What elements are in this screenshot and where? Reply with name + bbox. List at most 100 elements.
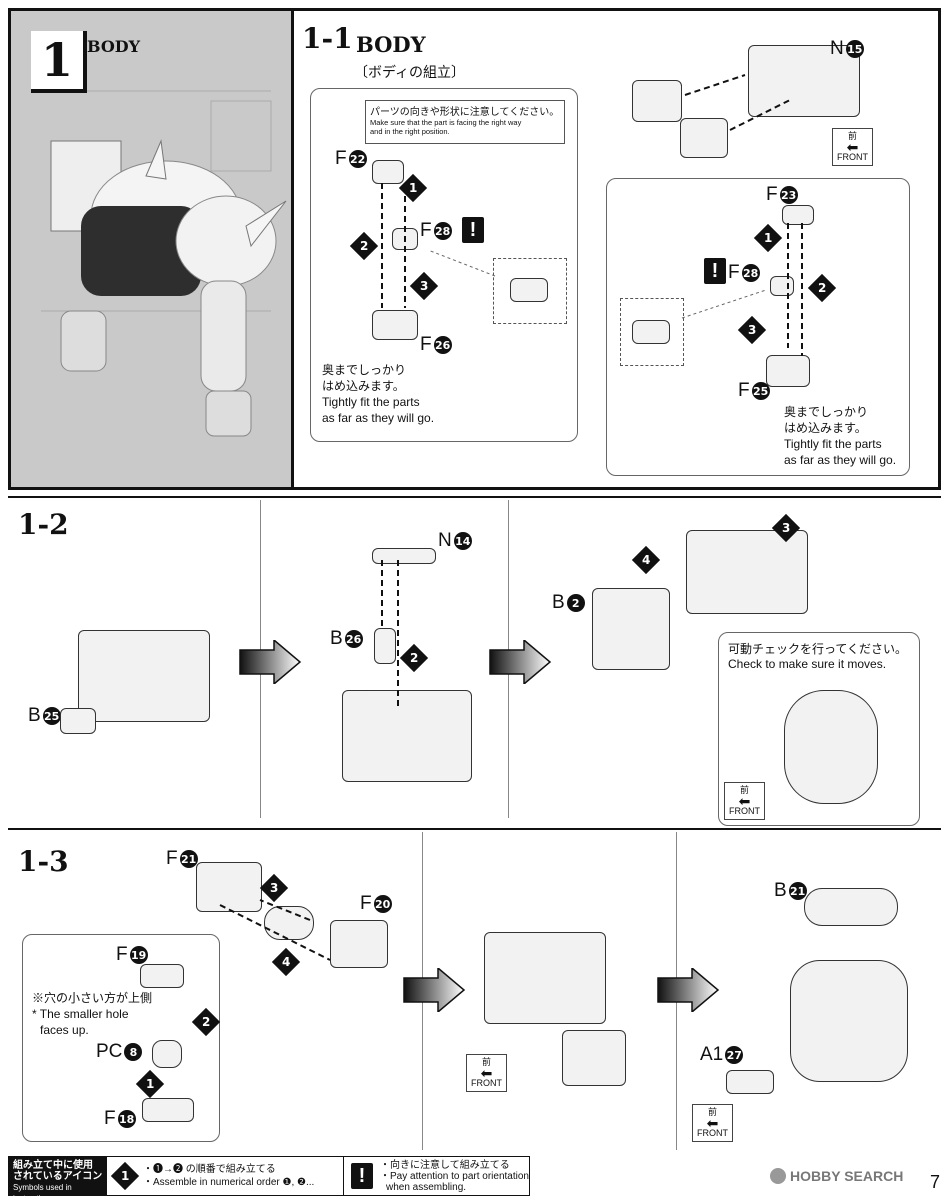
part-f26-shape (372, 310, 418, 340)
section-1-number: 1 (40, 33, 73, 87)
legend-order-text: ・❶→❷ の順番で組み立てる ・Assemble in numerical or… (143, 1157, 344, 1195)
legend-warn-text: ・向きに注意して組み立てる ・Pay attention to part ori… (380, 1160, 529, 1193)
part-pc8-shape (152, 1040, 182, 1068)
photo-panel: 1 BODY (11, 11, 291, 487)
left-fit-en-1: Tightly fit the parts (322, 395, 420, 409)
part-b2-shape (592, 588, 670, 670)
page-number: 7 (930, 1172, 941, 1192)
next-arrow-4 (657, 968, 720, 1012)
left-callout (310, 88, 578, 442)
step-1-2-lines (381, 560, 399, 710)
detail-part-left (510, 278, 548, 302)
section-1-3-top-rule (8, 828, 941, 830)
orientation-note-en-1: Make sure that the part is facing the ri… (370, 118, 522, 127)
part-f20-shape (330, 920, 388, 968)
orientation-note-jp: パーツの向きや形状に注意してください。 (370, 107, 560, 118)
hobby-search-logo-icon (770, 1168, 786, 1184)
step-1-3-lines (219, 899, 331, 961)
part-f18-shape (142, 1098, 194, 1122)
step-1-3-number: 1-3 (18, 845, 69, 878)
part-f19-shape (140, 964, 184, 988)
body-assembly-1-2-c (686, 530, 808, 614)
legend-title: 組み立て中に使用 されているアイコン Symbols used in instr… (9, 1157, 107, 1203)
legend-bar: 組み立て中に使用 されているアイコン Symbols used in instr… (8, 1156, 530, 1203)
right-fit-en-1: Tightly fit the parts (784, 437, 882, 451)
legend-order-icon: 1 (107, 1157, 143, 1195)
body-frame-n15-shape (748, 45, 860, 117)
body-sub-b (680, 118, 728, 158)
left-fit-jp-1: 奥までしっかり (322, 363, 407, 377)
part-insert-shape (562, 1030, 626, 1086)
left-fit-note: 奥までしっかり はめ込みます。 Tightly fit the parts as… (322, 362, 434, 426)
left-assembly-lines (381, 183, 496, 308)
orientation-note-en-2: and in the right position. (370, 127, 450, 136)
right-fit-en-2: as far as they will go. (784, 453, 897, 467)
detail-box-right (620, 298, 684, 366)
right-fit-jp-1: 奥までしっかり (784, 405, 869, 419)
assembled-body-photo (11, 11, 291, 487)
orientation-note: パーツの向きや形状に注意してください。 Make sure that the p… (365, 100, 565, 144)
hole-note-en-2: faces up. (40, 1023, 89, 1037)
right-fit-jp-2: はめ込みます。 (784, 421, 867, 435)
section-1-title: BODY (87, 37, 141, 56)
right-fit-note: 奥までしっかり はめ込みます。 Tightly fit the parts as… (784, 404, 896, 468)
hole-note: ※穴の小さい方が上側 * The smaller hole faces up. (32, 990, 152, 1038)
hole-note-jp: ※穴の小さい方が上側 (32, 991, 153, 1005)
next-arrow-1 (239, 640, 302, 684)
step-1-2-number: 1-2 (18, 508, 69, 541)
body-assembly-1-2-a (78, 630, 210, 722)
body-assembly-1-3-a (484, 932, 606, 1024)
front-tag-4: 前 ⬅ FRONT (692, 1104, 733, 1142)
body-sub-a (632, 80, 682, 122)
front-tag-3: 前 ⬅ FRONT (466, 1054, 507, 1092)
legend-warn-icon: ! (344, 1157, 380, 1195)
part-a127-shape (726, 1070, 774, 1094)
section-1-2-top-rule (8, 496, 941, 498)
check-note-jp: 可動チェックを行ってください。 (728, 642, 908, 656)
top-assembly-arrows (684, 74, 790, 131)
part-b26-shape (374, 628, 396, 664)
left-fit-en-2: as far as they will go. (322, 411, 435, 425)
warning-icon-left: ! (462, 217, 484, 243)
body-assembly-1-3-b (790, 960, 908, 1082)
front-tag-1: 前 ⬅ FRONT (832, 128, 873, 166)
part-f28-shape-right (770, 276, 794, 296)
part-b25-shape (60, 708, 96, 734)
section-1-divider (291, 11, 294, 487)
step-1-1-number: 1-1 (302, 22, 353, 55)
body-assembly-1-2-b (342, 690, 472, 782)
brand-watermark: HOBBY SEARCH (770, 1168, 903, 1184)
front-tag-2: 前 ⬅ FRONT (724, 782, 765, 820)
warning-icon-right: ! (704, 258, 726, 284)
next-arrow-2 (489, 640, 552, 684)
left-fit-jp-2: はめ込みます。 (322, 379, 405, 393)
right-assembly-lines (681, 223, 803, 356)
part-b21-shape (804, 888, 898, 926)
check-body-shape (784, 690, 878, 804)
part-n14-shape (372, 548, 436, 564)
check-note-en: Check to make sure it moves. (728, 657, 887, 671)
part-f25-shape (766, 355, 810, 387)
detail-box-left (493, 258, 567, 324)
detail-part-right (632, 320, 670, 344)
hole-note-en-1: * The smaller hole (32, 1007, 129, 1021)
step-1-1-subtitle: 〔ボディの組立〕 (354, 64, 466, 80)
step-1-2-marker-4: 4 (631, 545, 661, 575)
step-1-1-title: BODY (356, 32, 426, 57)
